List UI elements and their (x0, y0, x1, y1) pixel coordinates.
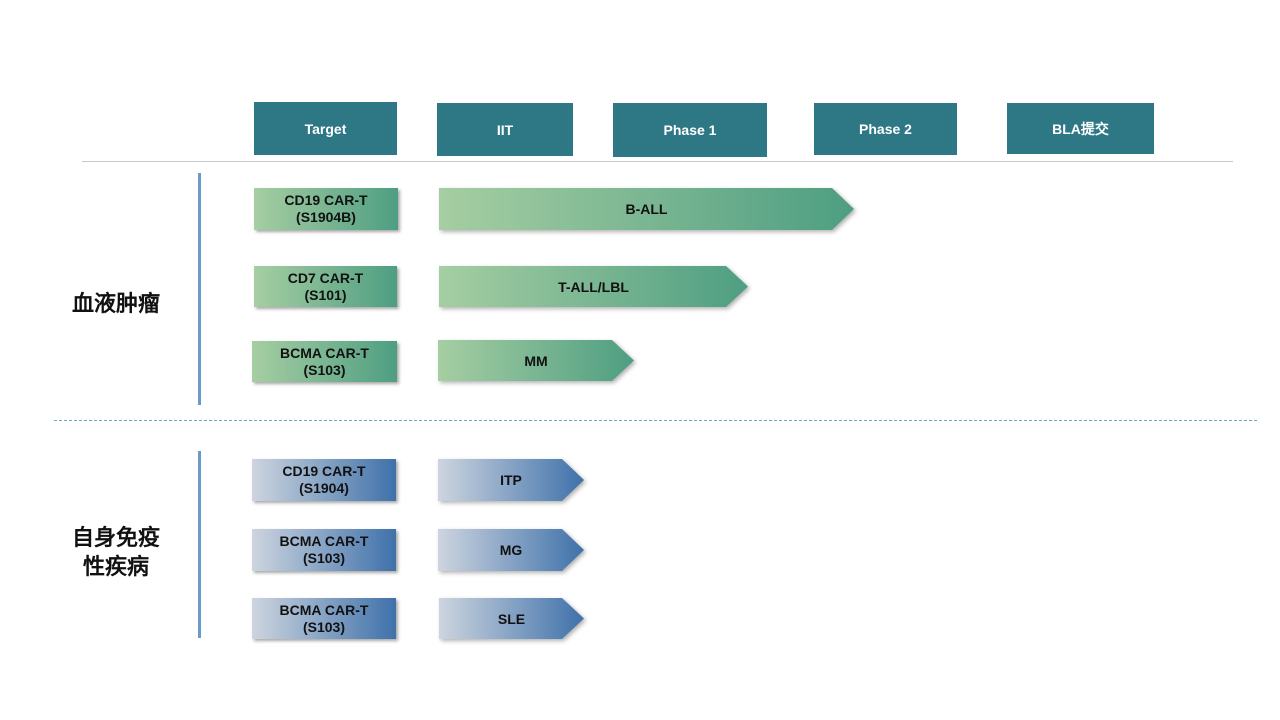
indication-label: ITP (438, 459, 584, 501)
section-bar-hematologic (198, 173, 201, 405)
header-phase-2: Phase 2 (814, 103, 957, 155)
pipeline-arrow: T-ALL/LBL (439, 266, 748, 307)
target-box: CD19 CAR-T (S1904B) (254, 188, 398, 230)
target-name: CD19 CAR-T (282, 463, 366, 479)
header-divider (82, 161, 1233, 162)
target-box: CD19 CAR-T (S1904) (252, 459, 396, 501)
target-code: (S103) (303, 361, 346, 378)
header-iit: IIT (437, 103, 573, 156)
pipeline-arrow: B-ALL (439, 188, 854, 230)
target-code: (S101) (304, 286, 347, 303)
indication-label: MM (438, 340, 634, 381)
target-code: (S103) (302, 618, 346, 635)
indication-label: B-ALL (439, 188, 854, 230)
target-name: BCMA CAR-T (279, 601, 369, 618)
header-target: Target (254, 102, 397, 155)
target-code: (S1904) (299, 480, 349, 496)
target-box: CD7 CAR-T (S101) (254, 266, 397, 307)
indication-label: MG (438, 529, 584, 571)
target-box: BCMA CAR-T (S103) (252, 529, 396, 571)
pipeline-arrow: MG (438, 529, 584, 571)
category-hematologic: 血液肿瘤 (71, 292, 160, 317)
target-name: BCMA CAR-T (279, 533, 369, 549)
header-bla: BLA提交 (1007, 103, 1154, 154)
indication-label: T-ALL/LBL (439, 266, 748, 307)
indication-label: SLE (439, 598, 584, 639)
target-name: CD19 CAR-T (284, 192, 368, 208)
target-code: (S103) (302, 550, 346, 566)
target-name: BCMA CAR-T (280, 344, 369, 361)
target-box: BCMA CAR-T (S103) (252, 341, 397, 382)
category-autoimmune: 自身免疫 性疾病 (58, 524, 174, 582)
target-name: CD7 CAR-T (287, 269, 364, 286)
section-bar-autoimmune (198, 451, 201, 638)
pipeline-arrow: MM (438, 340, 634, 381)
pipeline-arrow: ITP (438, 459, 584, 501)
category-line-1: 自身免疫 (71, 526, 160, 551)
pipeline-arrow: SLE (439, 598, 584, 639)
header-phase-1: Phase 1 (613, 103, 767, 157)
section-separator (54, 420, 1257, 421)
target-box: BCMA CAR-T (S103) (252, 598, 396, 639)
category-line-2: 性疾病 (82, 555, 149, 580)
target-code: (S1904B) (296, 209, 356, 225)
